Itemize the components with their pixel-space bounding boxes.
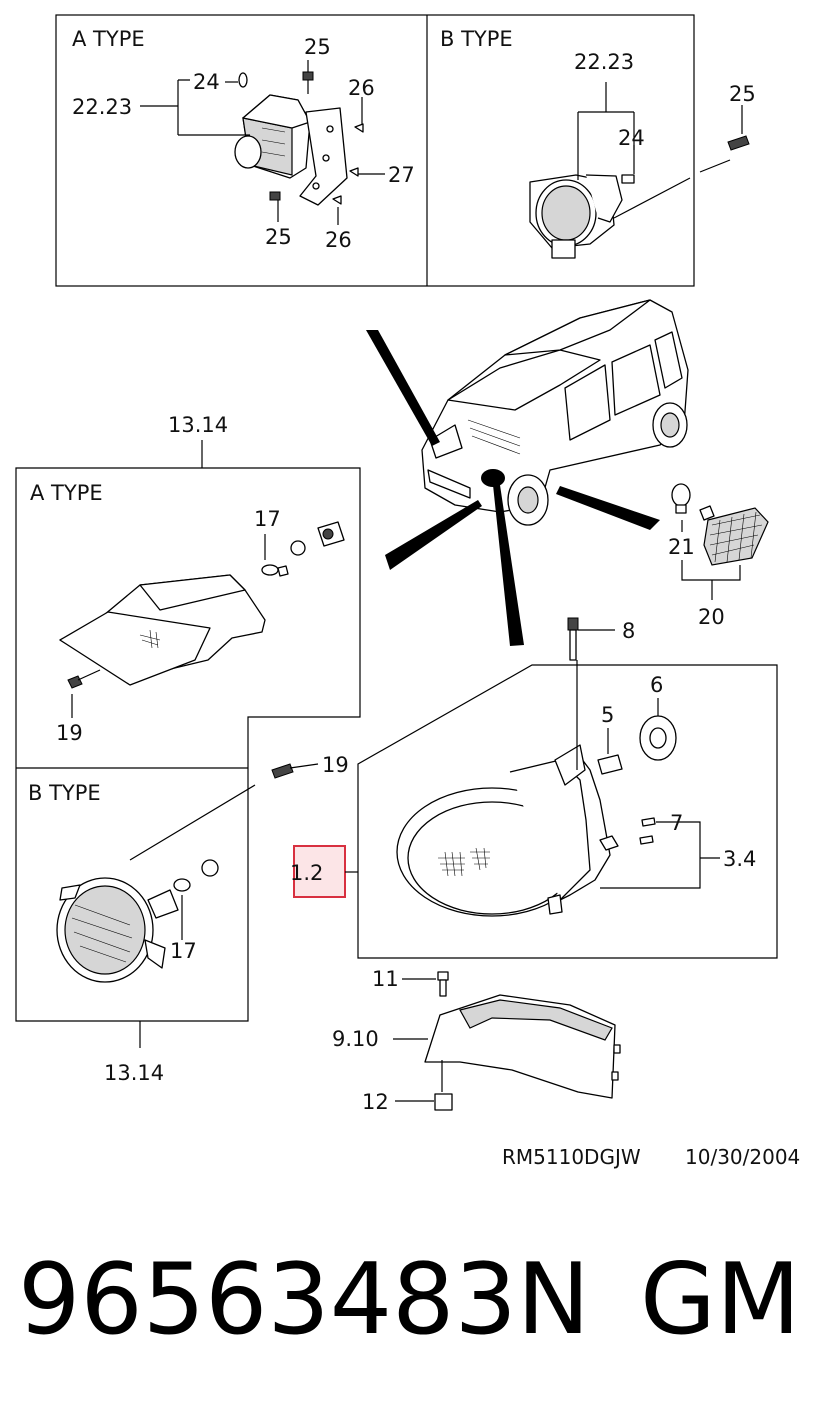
highlight-box: [293, 845, 346, 898]
part-number-caption: 96563483N GM: [18, 1243, 801, 1357]
callout-19: 19: [322, 753, 349, 777]
callout-24: 24: [618, 126, 645, 150]
reference-code: RM5110DGJW: [502, 1145, 641, 1169]
callout-27: 27: [388, 163, 415, 187]
callout-7: 7: [670, 811, 683, 835]
callout-11: 11: [372, 967, 399, 991]
turn-lamp-a-drawing: [59, 521, 345, 718]
callout-13-14: 13.14: [168, 413, 228, 437]
headlamp-drawing: [396, 617, 677, 917]
fog-lamp-b-drawing: [529, 135, 750, 259]
callout-21: 21: [668, 535, 695, 559]
callout-13-14: 13.14: [104, 1061, 164, 1085]
callout-17: 17: [254, 507, 281, 531]
callout-24: 24: [193, 70, 220, 94]
headlamp-panel: 8 6 5 7 3.4 1.2: [290, 617, 778, 959]
turn-signal-panel: 13.14 A TYPE B TYPE 17 19: [15, 413, 361, 1085]
callout-8: 8: [622, 619, 635, 643]
part-brand: GM: [640, 1243, 801, 1357]
fog-lamp-frame: [55, 14, 695, 287]
diagram-footer: RM5110DGJW 10/30/2004: [502, 1145, 800, 1169]
callout-19: 19: [56, 721, 83, 745]
callout-25: 25: [265, 225, 292, 249]
callout-20: 20: [698, 605, 725, 629]
fog-lamp-panel: A TYPE B TYPE 25 24: [55, 14, 756, 287]
callout-1-2: 1.2: [290, 861, 323, 885]
turn-lamp-b-drawing: [56, 763, 319, 983]
turn-signal-frame: [15, 467, 361, 1022]
callout-6: 6: [650, 673, 663, 697]
side-marker-lamp: 21 20: [668, 483, 769, 629]
turn-b-title: B TYPE: [28, 781, 101, 805]
callout-3-4: 3.4: [723, 847, 756, 871]
fog-a-title: A TYPE: [72, 27, 145, 51]
callout-12: 12: [362, 1090, 389, 1114]
callout-17: 17: [170, 939, 197, 963]
turn-a-title: A TYPE: [30, 481, 103, 505]
diagram-date: 10/30/2004: [685, 1145, 800, 1169]
headlamp-trim: 11 9.10 12: [332, 967, 621, 1114]
callout-22-23: 22.23: [574, 50, 634, 74]
fog-b-title: B TYPE: [440, 27, 513, 51]
vehicle-illustration: [366, 299, 689, 646]
callout-5: 5: [601, 703, 614, 727]
callout-22-23: 22.23: [72, 95, 132, 119]
callout-26: 26: [325, 228, 352, 252]
part-number: 96563483N: [18, 1243, 590, 1357]
fog-lamp-a-drawing: [234, 71, 364, 206]
callout-25: 25: [304, 35, 331, 59]
callout-26: 26: [348, 76, 375, 100]
callout-9-10: 9.10: [332, 1027, 379, 1051]
headlamp-frame: [357, 664, 778, 959]
callout-25: 25: [729, 82, 756, 106]
